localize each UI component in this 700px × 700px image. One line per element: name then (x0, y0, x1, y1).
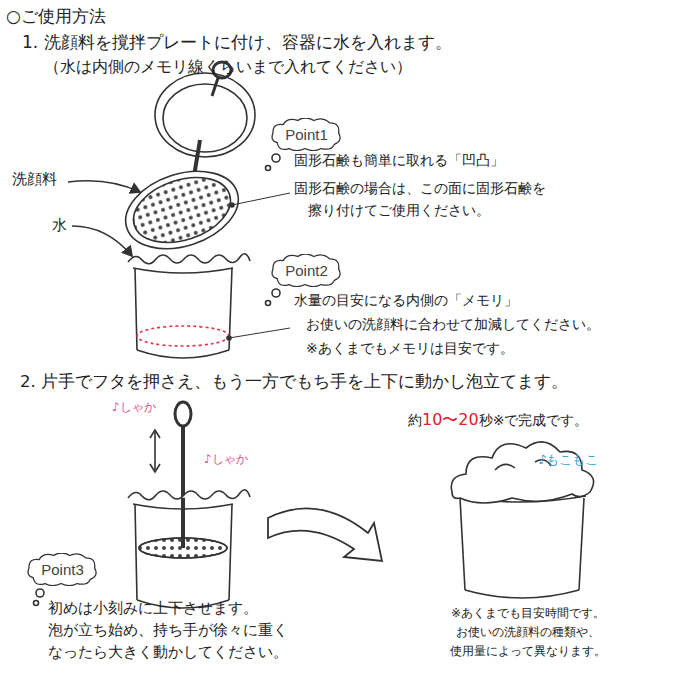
title: ○ご使用方法 (6, 6, 106, 26)
point-text: 固形石鹸の場合は、この面に固形石鹸を (294, 180, 546, 197)
time-note: 使用量によって異なります。 (450, 644, 606, 658)
point-heading: 水量の目安になる内側の「メモリ」 (294, 292, 518, 309)
point-heading: 固形石鹸も簡単に取れる「凹凸」 (294, 152, 504, 169)
time-note: ※あくまでも目安時間です。 (451, 606, 605, 620)
text-row: 約10〜20秒※で完成です。 (408, 410, 588, 431)
time-text: 約 (408, 412, 422, 430)
point-label: Point1 (270, 118, 343, 143)
point-label: Point3 (26, 553, 99, 578)
step-note: （水は内側のメモリ線くらいまで入れてください） (44, 57, 412, 76)
step2-figure (128, 402, 594, 608)
part-name: 水 (52, 216, 67, 234)
step-heading: 2. 片手でフタを押さえ、もう一方でもち手を上下に動かし泡立てます。 (20, 372, 568, 392)
point-text: 初めは小刻みに上下させます。 (48, 600, 258, 617)
time-number: 10〜20 (422, 410, 479, 431)
part-name: 洗顔料 (12, 170, 57, 188)
sound-word: ♪しゃか (204, 452, 248, 466)
point-label: Point2 (270, 254, 343, 279)
point-bubble: Point1 (270, 118, 343, 151)
point-text: お使いの洗顔料に合わせて加減してください。 (306, 316, 600, 333)
step1-figure (34, 62, 291, 606)
point-bubble: Point3 (26, 553, 99, 586)
time-note: お使いの洗顔料の種類や、 (456, 625, 600, 639)
time-text: 秒※で完成です。 (479, 412, 589, 430)
point-text: なったら大きく動かしてください。 (48, 644, 288, 661)
step-heading: 1. 洗顔料を撹拌プレートに付け、容器に水を入れます。 (22, 32, 452, 52)
point-bubble: Point2 (270, 254, 343, 287)
point-text: ※あくまでもメモリは目安です。 (306, 340, 514, 357)
sound-word: ♪もこもこ (538, 452, 598, 468)
sound-word: ♪しゃか (112, 400, 156, 414)
point-text: 泡が立ち始め、持ち手が徐々に重く (48, 622, 288, 639)
point-text: 擦り付けてご使用ください。 (308, 202, 490, 219)
